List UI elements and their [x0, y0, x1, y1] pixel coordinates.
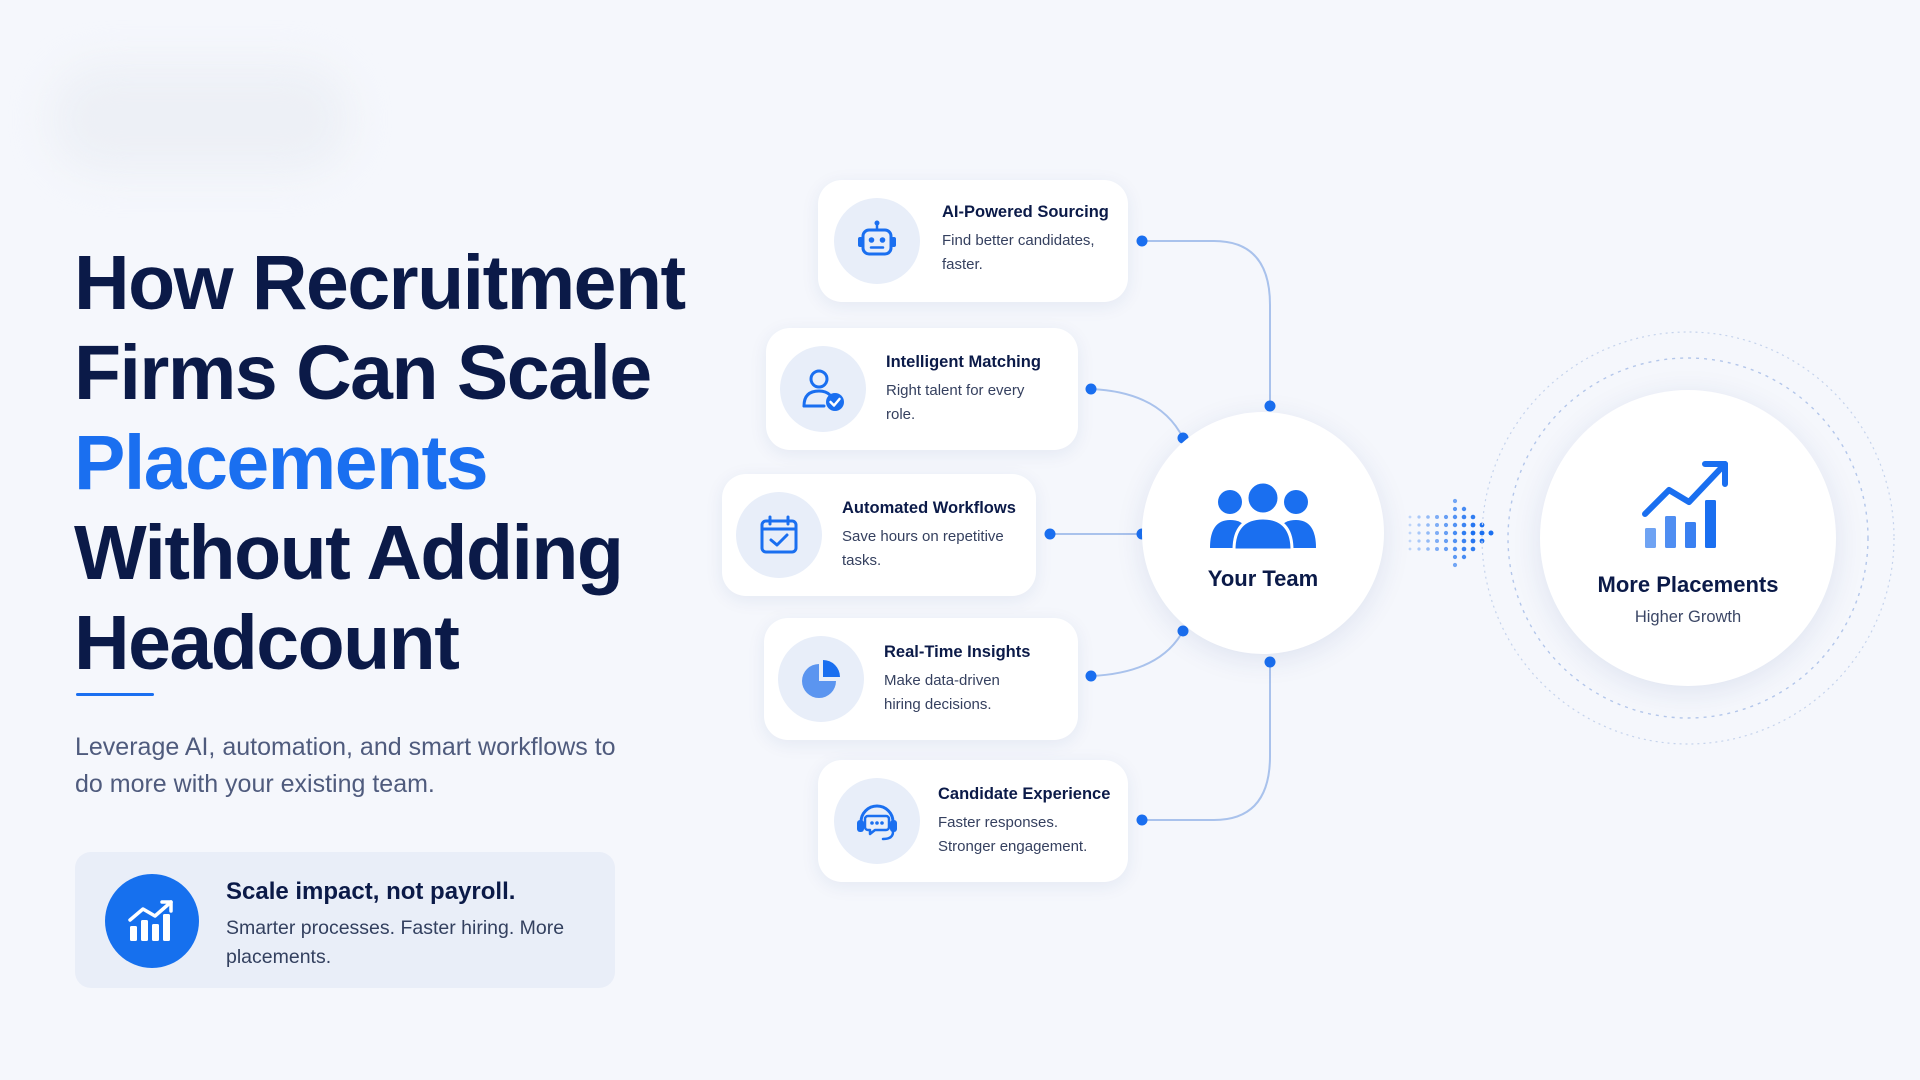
title-divider	[76, 693, 154, 696]
calendar-check-icon	[736, 492, 822, 578]
feature-card-insights: Real-Time Insights Make data-driven hiri…	[764, 618, 1078, 740]
growth-chart-icon	[105, 874, 199, 968]
feature-description: Faster responses. Stronger engagement.	[938, 814, 1088, 855]
outcome-subtitle: Higher Growth	[1634, 608, 1742, 626]
connector-experience	[1142, 662, 1271, 821]
feature-card-sourcing: AI-Powered Sourcing Find better candidat…	[818, 180, 1128, 302]
feature-card-workflows: Automated Workflows Save hours on repeti…	[722, 474, 1036, 596]
callout-box: Scale impact, not payroll. Smarter proce…	[75, 852, 615, 988]
feature-description: Right talent for every role.	[886, 382, 1025, 423]
page-title: How Recruitment Firms Can Scale Placemen…	[74, 238, 686, 688]
node-dot	[1264, 656, 1276, 668]
outcome-title: More Placements	[1597, 572, 1779, 597]
flow-arrow-dots	[1408, 498, 1494, 568]
callout-title: Scale impact, not payroll.	[226, 878, 516, 905]
outcome-hub: More Placements Higher Growth	[1540, 390, 1836, 686]
feature-card-experience: Candidate Experience Faster responses. S…	[818, 760, 1128, 882]
node-dot	[1136, 814, 1148, 826]
headset-chat-icon	[834, 778, 920, 864]
feature-title: Automated Workflows	[842, 499, 1016, 517]
node-dot	[1085, 383, 1097, 395]
connector-matching	[1090, 388, 1184, 439]
team-icon	[1208, 480, 1318, 557]
node-dot	[1085, 670, 1097, 682]
title-line-2: Firms Can Scale	[74, 330, 652, 416]
feature-description: Make data-driven hiring decisions.	[884, 672, 1000, 713]
feature-card-matching: Intelligent Matching Right talent for ev…	[766, 328, 1078, 450]
user-check-icon	[780, 346, 866, 432]
node-dot	[1177, 625, 1189, 637]
title-line-1: How Recruitment	[74, 240, 686, 326]
callout-text: Smarter processes. Faster hiring. More p…	[226, 917, 565, 968]
feature-title: Candidate Experience	[938, 785, 1111, 803]
team-hub: Your Team	[1142, 412, 1384, 654]
robot-icon	[834, 198, 920, 284]
node-dot	[1264, 400, 1276, 412]
feature-description: Save hours on repetitive tasks.	[842, 528, 1004, 569]
node-dot	[1044, 528, 1056, 540]
subtitle: Leverage AI, automation, and smart workf…	[75, 733, 616, 798]
title-line-3-accent: Placements	[74, 420, 489, 506]
blurred-logo-area	[50, 64, 350, 174]
outcome-halo	[1481, 331, 1895, 745]
feature-title: Intelligent Matching	[886, 353, 1041, 371]
feature-title: AI-Powered Sourcing	[942, 203, 1109, 221]
team-label: Your Team	[1207, 566, 1319, 591]
title-line-5: Headcount	[74, 600, 460, 686]
feature-title: Real-Time Insights	[884, 643, 1031, 661]
pie-chart-icon	[778, 636, 864, 722]
title-line-4: Without Adding	[74, 510, 624, 596]
feature-description: Find better candidates, faster.	[942, 232, 1095, 273]
node-dot	[1136, 235, 1148, 247]
growth-chart-icon	[1639, 456, 1735, 557]
connector-sourcing	[1142, 240, 1271, 406]
connector-insights	[1090, 630, 1184, 677]
